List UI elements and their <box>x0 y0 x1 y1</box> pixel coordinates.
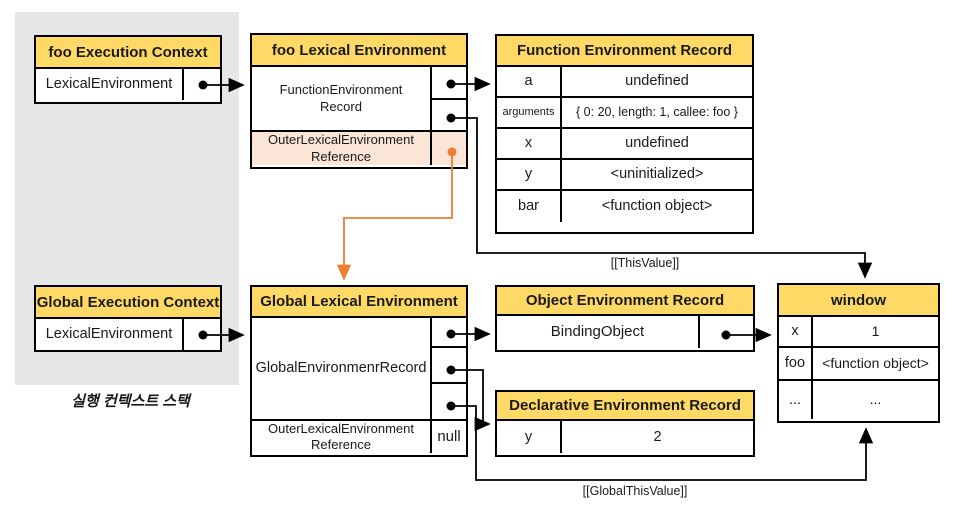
foo-ec-pointer-cell <box>184 69 220 100</box>
foo-le-outer-pointer-cell <box>432 132 466 165</box>
fer-key: arguments <box>497 98 562 127</box>
window-key: x <box>779 317 813 346</box>
fer-value: { 0: 20, length: 1, callee: foo } <box>576 104 738 119</box>
global-le-pointer-cell-2 <box>432 348 466 384</box>
binding-object-cell: BindingObject <box>550 322 645 340</box>
declarative-environment-record-table: Declarative Environment Record y 2 <box>495 390 755 457</box>
global-lexical-environment-box: Global Lexical Environment GlobalEnviron… <box>250 285 468 457</box>
fer-value: undefined <box>625 73 689 90</box>
function-environment-record-table: Function Environment Record a undefined … <box>495 34 754 234</box>
fer-key: bar <box>497 191 562 222</box>
this-value-label: [[ThisValue]] <box>610 256 680 270</box>
global-le-outer-reference-cell: OuterLexicalEnvironment Reference <box>252 421 432 453</box>
global-execution-context-title: Global Execution Context <box>36 287 220 319</box>
foo-le-pointer-column <box>432 67 466 130</box>
window-title: window <box>779 285 938 317</box>
global-le-pointer-cell-3 <box>432 384 466 419</box>
foo-le-pointer-cell-1 <box>432 67 466 100</box>
global-execution-context-box: Global Execution Context LexicalEnvironm… <box>34 285 222 352</box>
foo-execution-context-title: foo Execution Context <box>36 37 220 69</box>
global-le-pointer-cell-1 <box>432 318 466 348</box>
fer-key: y <box>497 160 562 189</box>
global-this-value-label: [[GlobalThisValue]] <box>582 484 688 498</box>
foo-execution-context-box: foo Execution Context LexicalEnvironment <box>34 35 222 104</box>
window-value: ... <box>869 391 882 408</box>
arrow-outer-reference-to-global-le <box>336 152 453 281</box>
fer-value: undefined <box>625 135 689 152</box>
foo-lexical-environment-box: foo Lexical Environment FunctionEnvironm… <box>250 33 468 169</box>
der-key: y <box>497 421 562 453</box>
fer-value: <uninitialized> <box>610 166 704 183</box>
der-value: 2 <box>653 428 662 445</box>
fer-value: <function object> <box>601 198 713 215</box>
window-key: ... <box>779 381 813 419</box>
foo-lexical-environment-title: foo Lexical Environment <box>252 35 466 67</box>
window-key: foo <box>779 348 813 379</box>
fer-key: x <box>497 129 562 158</box>
declarative-environment-record-title: Declarative Environment Record <box>497 392 753 421</box>
window-object-table: window x 1 foo <function object> ... ... <box>777 283 940 423</box>
foo-le-pointer-cell-2 <box>432 100 466 130</box>
function-environment-record-title: Function Environment Record <box>497 36 752 67</box>
global-le-pointer-column <box>432 318 466 419</box>
global-le-outer-null-cell: null <box>437 427 461 445</box>
global-lexical-environment-title: Global Lexical Environment <box>252 287 466 318</box>
window-value: <function object> <box>822 354 929 371</box>
object-environment-record-table: Object Environment Record BindingObject <box>495 285 755 352</box>
object-environment-record-title: Object Environment Record <box>497 287 753 316</box>
global-environment-record-cell: GlobalEnvironmenrRecord <box>252 318 432 419</box>
foo-ec-lexical-environment-cell: LexicalEnvironment <box>36 69 184 100</box>
fer-key: a <box>497 67 562 96</box>
foo-le-outer-reference-cell: OuterLexicalEnvironment Reference <box>252 132 432 165</box>
window-value: 1 <box>871 322 880 339</box>
function-environment-record-cell: FunctionEnvironment Record <box>252 67 432 130</box>
execution-context-stack-caption: 실행 컨텍스트 스택 <box>71 393 190 410</box>
global-ec-lexical-environment-cell: LexicalEnvironment <box>36 319 184 350</box>
oer-pointer-cell <box>698 316 753 348</box>
global-ec-pointer-cell <box>184 319 220 350</box>
